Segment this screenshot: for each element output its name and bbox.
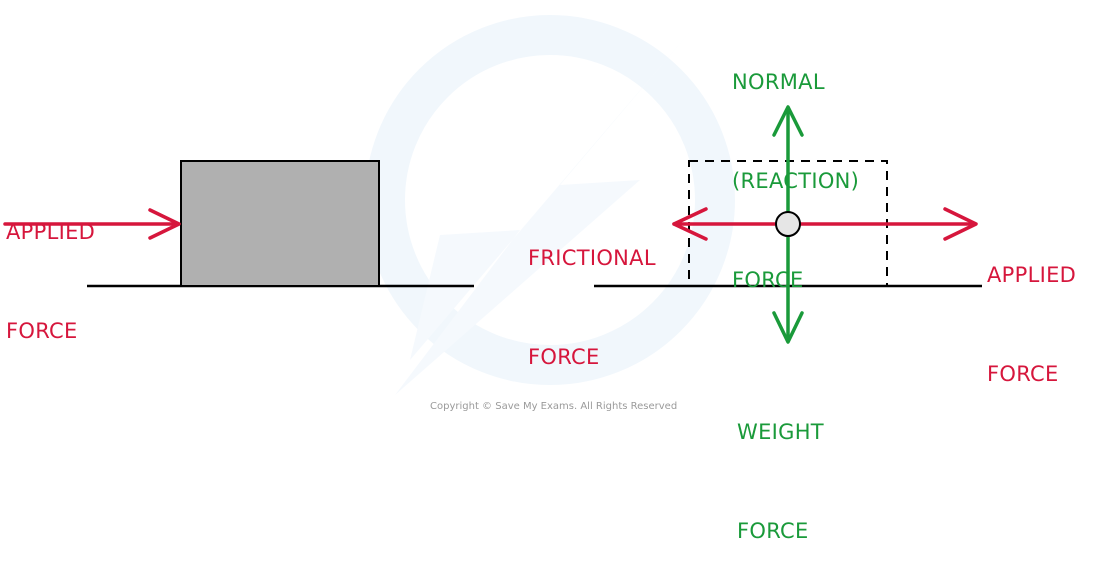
weight-line-2: FORCE: [737, 519, 809, 543]
normal-line-2: (REACTION): [732, 169, 860, 193]
left-applied-line-2: FORCE: [6, 319, 78, 343]
right-applied-force-label: APPLIED FORCE: [987, 193, 1076, 424]
free-body-diagram: [3, 15, 982, 395]
left-applied-force-arrow: [3, 208, 181, 240]
normal-line-1: NORMAL: [732, 70, 825, 94]
weight-force-arrow: [772, 234, 804, 344]
right-applied-force-arrow: [798, 207, 978, 241]
left-applied-line-1: APPLIED: [6, 220, 96, 244]
normal-force-label: NORMAL (REACTION) FORCE: [732, 0, 859, 330]
frictional-force-label: FRICTIONAL FORCE: [528, 176, 656, 407]
left-applied-force-label: APPLIED FORCE: [6, 150, 95, 381]
normal-force-arrow: [772, 105, 804, 214]
watermark-logo-icon: [365, 15, 735, 395]
right-applied-line-1: APPLIED: [987, 263, 1077, 287]
frictional-line-1: FRICTIONAL: [528, 246, 656, 270]
right-applied-line-2: FORCE: [987, 362, 1059, 386]
weight-force-label: WEIGHT FORCE: [737, 350, 824, 581]
frictional-line-2: FORCE: [528, 345, 600, 369]
frictional-force-arrow: [672, 207, 778, 241]
weight-line-1: WEIGHT: [737, 420, 824, 444]
normal-line-3: FORCE: [732, 268, 804, 292]
center-of-mass-point: [775, 211, 801, 237]
copyright-notice: Copyright © Save My Exams. All Rights Re…: [430, 401, 678, 412]
left-block: [180, 160, 380, 287]
